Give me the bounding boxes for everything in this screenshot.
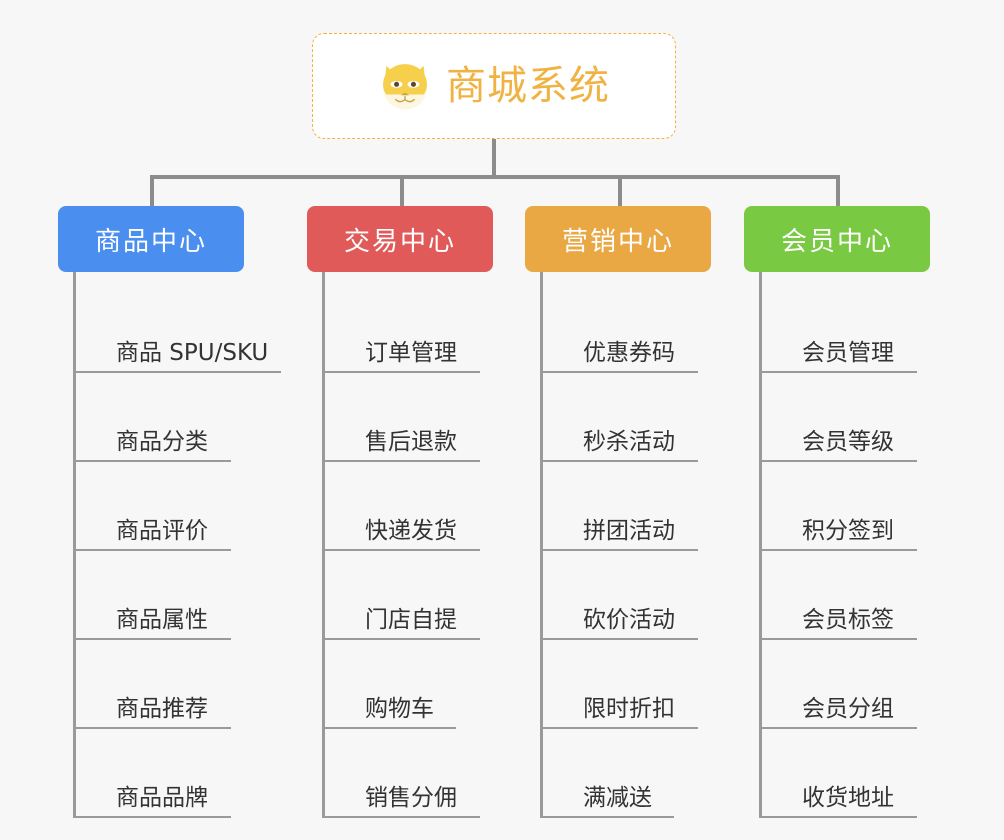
leaf-item[interactable]: 商品推荐 xyxy=(76,640,338,729)
category-header-0[interactable]: 商品中心 xyxy=(58,206,244,272)
root-node[interactable]: 商城系统 xyxy=(312,33,676,139)
leaf-item-underline xyxy=(762,371,917,373)
leaf-item-underline xyxy=(543,816,674,818)
category-header-label-1: 交易中心 xyxy=(343,226,456,257)
leaf-item-underline xyxy=(543,727,698,729)
leaf-item[interactable]: 会员等级 xyxy=(762,373,1004,462)
leaf-item-underline xyxy=(76,371,281,373)
leaf-item-underline xyxy=(762,727,917,729)
leaf-item[interactable]: 积分签到 xyxy=(762,462,1004,551)
leaf-item-label: 门店自提 xyxy=(365,607,457,634)
leaf-item-label: 会员管理 xyxy=(802,340,894,367)
leaf-item-underline xyxy=(325,549,480,551)
leaf-item-underline xyxy=(543,549,698,551)
leaf-item-label: 会员分组 xyxy=(802,696,894,723)
leaf-item-label: 会员等级 xyxy=(802,429,894,456)
connector-drop-2 xyxy=(618,175,622,208)
branch-column-1: 交易中心 订单管理售后退款快递发货门店自提购物车销售分佣 xyxy=(307,206,567,818)
leaf-item-label: 会员标签 xyxy=(802,607,894,634)
leaf-item[interactable]: 门店自提 xyxy=(325,551,567,640)
leaf-item[interactable]: 购物车 xyxy=(325,640,567,729)
leaf-item-label: 砍价活动 xyxy=(583,607,675,634)
leaf-item-label: 限时折扣 xyxy=(583,696,675,723)
leaf-item[interactable]: 砍价活动 xyxy=(543,551,785,640)
leaf-item-label: 快递发货 xyxy=(365,518,457,545)
leaf-item-underline xyxy=(325,371,480,373)
leaf-item-underline xyxy=(76,549,231,551)
leaf-item-underline xyxy=(325,460,480,462)
leaf-item-label: 商品 SPU/SKU xyxy=(116,340,269,367)
leaf-item-label: 购物车 xyxy=(365,696,434,723)
leaf-item[interactable]: 会员分组 xyxy=(762,640,1004,729)
shiba-dog-face-icon xyxy=(383,64,427,110)
leaf-item-label: 商品属性 xyxy=(116,607,208,634)
connector-bus xyxy=(150,175,840,179)
leaf-item-underline xyxy=(325,638,480,640)
leaf-item-label: 商品推荐 xyxy=(116,696,208,723)
leaf-item-underline xyxy=(762,549,917,551)
leaf-item[interactable]: 优惠券码 xyxy=(543,284,785,373)
leaf-item-label: 商品品牌 xyxy=(116,785,208,812)
category-header-3[interactable]: 会员中心 xyxy=(744,206,930,272)
leaf-item-label: 售后退款 xyxy=(365,429,457,456)
leaf-item-underline xyxy=(543,638,698,640)
leaf-item-label: 销售分佣 xyxy=(365,785,457,812)
leaf-list-3: 会员管理会员等级积分签到会员标签会员分组收货地址 xyxy=(759,272,1004,818)
category-header-label-3: 会员中心 xyxy=(780,226,893,257)
leaf-item-underline xyxy=(76,638,231,640)
category-header-label-0: 商品中心 xyxy=(94,226,207,257)
leaf-item[interactable]: 订单管理 xyxy=(325,284,567,373)
leaf-item-underline xyxy=(762,638,917,640)
leaf-item[interactable]: 会员管理 xyxy=(762,284,1004,373)
leaf-item-label: 优惠券码 xyxy=(583,340,675,367)
leaf-item-underline xyxy=(76,816,231,818)
category-header-1[interactable]: 交易中心 xyxy=(307,206,493,272)
leaf-item[interactable]: 商品属性 xyxy=(76,551,338,640)
leaf-item[interactable]: 售后退款 xyxy=(325,373,567,462)
leaf-item[interactable]: 快递发货 xyxy=(325,462,567,551)
leaf-item-underline xyxy=(543,371,698,373)
leaf-item[interactable]: 销售分佣 xyxy=(325,729,567,818)
leaf-item[interactable]: 限时折扣 xyxy=(543,640,785,729)
leaf-item-underline xyxy=(325,727,456,729)
leaf-item-label: 积分签到 xyxy=(802,518,894,545)
root-title: 商城系统 xyxy=(446,63,610,109)
leaf-list-1: 订单管理售后退款快递发货门店自提购物车销售分佣 xyxy=(322,272,567,818)
leaf-item-underline xyxy=(76,727,231,729)
leaf-list-0: 商品 SPU/SKU 商品分类商品评价商品属性商品推荐商品品牌 xyxy=(73,272,338,818)
leaf-item-label: 秒杀活动 xyxy=(583,429,675,456)
connector-drop-0 xyxy=(150,175,154,208)
category-header-2[interactable]: 营销中心 xyxy=(525,206,711,272)
leaf-item[interactable]: 会员标签 xyxy=(762,551,1004,640)
leaf-item[interactable]: 拼团活动 xyxy=(543,462,785,551)
leaf-list-2: 优惠券码秒杀活动拼团活动砍价活动限时折扣满减送 xyxy=(540,272,785,818)
leaf-item-underline xyxy=(762,816,917,818)
connector-drop-1 xyxy=(400,175,404,208)
branch-column-2: 营销中心 优惠券码秒杀活动拼团活动砍价活动限时折扣满减送 xyxy=(525,206,785,818)
leaf-item[interactable]: 满减送 xyxy=(543,729,785,818)
leaf-item-label: 拼团活动 xyxy=(583,518,675,545)
leaf-item-underline xyxy=(325,816,480,818)
branch-column-0: 商品中心 商品 SPU/SKU 商品分类商品评价商品属性商品推荐商品品牌 xyxy=(58,206,338,818)
leaf-item[interactable]: 商品品牌 xyxy=(76,729,338,818)
leaf-item-label: 收货地址 xyxy=(802,785,894,812)
category-header-label-2: 营销中心 xyxy=(561,226,674,257)
branch-column-3: 会员中心 会员管理会员等级积分签到会员标签会员分组收货地址 xyxy=(744,206,1004,818)
leaf-item-underline xyxy=(543,460,698,462)
leaf-item[interactable]: 商品评价 xyxy=(76,462,338,551)
leaf-item[interactable]: 商品 SPU/SKU xyxy=(76,284,338,373)
connector-stem xyxy=(492,139,496,177)
leaf-item-label: 商品分类 xyxy=(116,429,208,456)
leaf-item[interactable]: 秒杀活动 xyxy=(543,373,785,462)
leaf-item-label: 满减送 xyxy=(583,785,652,812)
leaf-item[interactable]: 商品分类 xyxy=(76,373,338,462)
leaf-item[interactable]: 收货地址 xyxy=(762,729,1004,818)
leaf-item-underline xyxy=(762,460,917,462)
connector-drop-3 xyxy=(836,175,840,208)
leaf-item-label: 订单管理 xyxy=(365,340,457,367)
leaf-item-underline xyxy=(76,460,231,462)
leaf-item-label: 商品评价 xyxy=(116,518,208,545)
